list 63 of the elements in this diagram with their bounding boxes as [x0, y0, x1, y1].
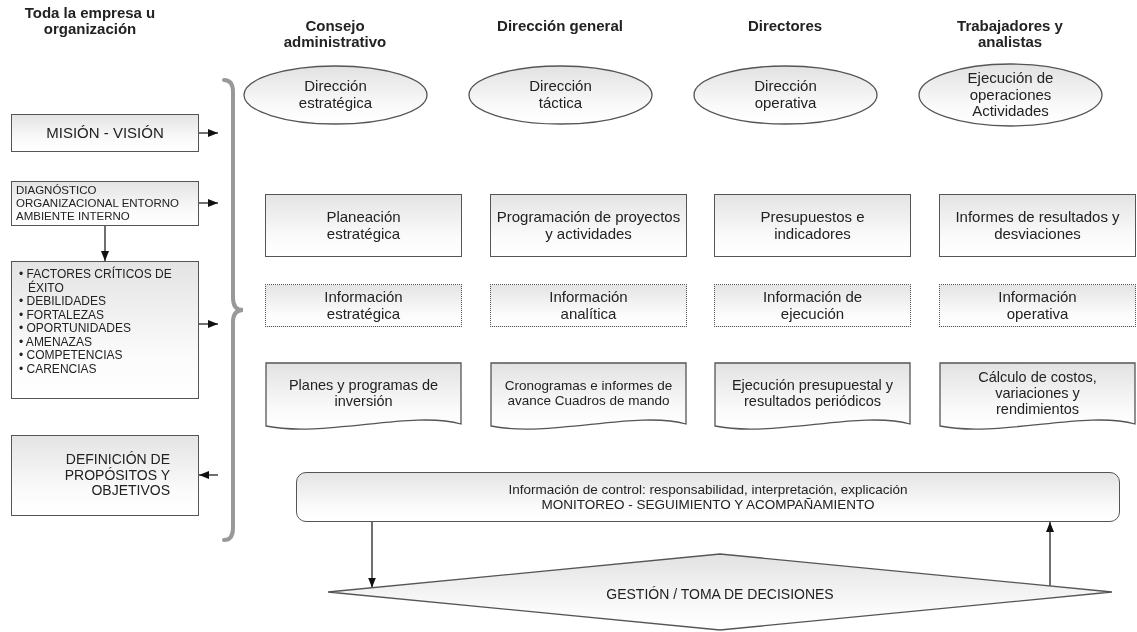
node-text: Cálculo de costos, variaciones y rendimientos — [977, 368, 1098, 418]
list-box — [11, 261, 199, 399]
list-item: • AMENAZAS — [18, 335, 93, 350]
list-item: • OPORTUNIDADES — [18, 322, 132, 336]
ellipse-node — [243, 65, 428, 125]
process-box — [11, 114, 199, 152]
node-text: DIAGNÓSTICO ORGANIZACIONAL ENTORNO AMBIENTE INTERNO — [16, 184, 180, 223]
process-box — [11, 435, 199, 516]
column-heading: Toda la empresa u organización — [23, 5, 157, 37]
node-text: Información operativa — [997, 288, 1078, 323]
node-text: Ejecución de operaciones Actividades — [966, 69, 1055, 121]
column-heading: Consejo administrativo — [282, 18, 388, 50]
arrow — [1046, 521, 1054, 587]
node-text: Dirección táctica — [528, 78, 593, 112]
process-box — [939, 194, 1136, 257]
node-text: Información estratégica — [323, 288, 404, 323]
ellipse-node — [468, 65, 653, 125]
column-heading: Directores — [746, 18, 824, 34]
arrow — [101, 225, 109, 262]
node-text: Planeación estratégica — [325, 208, 402, 243]
list-item: • FORTALEZAS — [18, 308, 106, 323]
process-box — [714, 194, 911, 257]
list-item: • FACTORES CRÍTICOS DE ÉXITO — [18, 268, 173, 296]
list-item: • DEBILIDADES — [18, 295, 107, 309]
document-shape — [490, 362, 687, 432]
dotted-box — [490, 284, 687, 327]
dotted-box — [939, 284, 1136, 327]
node-text: MONITOREO - SEGUIMIENTO Y ACOMPAÑAMIENTO — [541, 497, 875, 513]
node-text: Cronogramas e informes de avance Cuadros de mando — [503, 377, 674, 409]
list-item: • CARENCIAS — [18, 362, 98, 377]
rounded-box — [296, 472, 1120, 522]
node-text: Programación de proyectos y actividades — [495, 208, 682, 243]
ellipse-node — [918, 63, 1103, 127]
node-text: Planes y programas de inversión — [288, 376, 439, 410]
node-text: Presupuestos e indicadores — [759, 208, 866, 243]
list-item: • COMPETENCIAS — [18, 349, 124, 363]
arrow — [198, 129, 219, 137]
arrow — [198, 199, 219, 207]
column-heading: Trabajadores y analistas — [956, 18, 1064, 50]
node-text: MISIÓN - VISIÓN — [46, 124, 164, 142]
node-text: DEFINICIÓN DE PROPÓSITOS Y OBJETIVOS — [63, 452, 170, 499]
arrow — [198, 320, 219, 328]
dotted-box — [714, 284, 911, 327]
process-box — [11, 181, 199, 226]
node-text: Información analítica — [548, 288, 629, 323]
node-text: GESTIÓN / TOMA DE DECISIONES — [606, 587, 834, 603]
node-text: Dirección estratégica — [297, 78, 374, 112]
arrow — [368, 521, 376, 589]
node-text: Información de control: responsabilidad, interpretación, explicación — [508, 481, 908, 497]
node-text: Información de ejecución — [761, 288, 864, 323]
arrow — [198, 471, 219, 479]
ellipse-node — [693, 65, 878, 125]
document-shape — [265, 362, 462, 432]
document-shape — [714, 362, 911, 432]
process-box — [265, 194, 462, 257]
node-text: Ejecución presupuestal y resultados periódicos — [730, 376, 895, 410]
node-text: Informes de resultados y desviaciones — [954, 208, 1121, 243]
column-heading: Dirección general — [496, 18, 624, 34]
process-box — [490, 194, 687, 257]
node-text: Dirección operativa — [753, 78, 818, 112]
document-shape — [939, 362, 1136, 432]
decision-diamond — [327, 553, 1113, 631]
dotted-box — [265, 284, 462, 327]
